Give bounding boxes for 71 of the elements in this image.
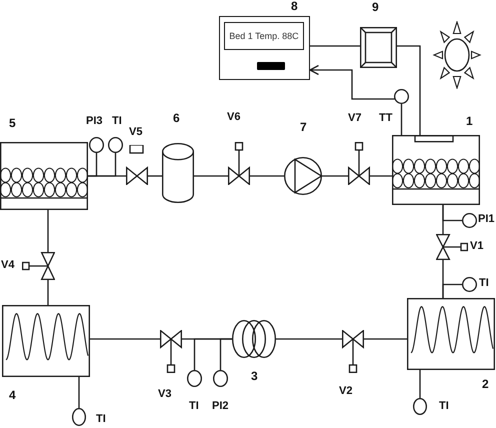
valve-symbol: [436, 234, 468, 260]
valve-symbol: [160, 330, 182, 373]
instrument-circle: [89, 137, 104, 153]
equipment-number: 7: [300, 121, 307, 133]
valve-symbol: [348, 142, 370, 185]
valve-symbol: [126, 145, 148, 185]
instrument-tag: TT: [379, 113, 392, 124]
instrument-tag: PI3: [86, 116, 103, 127]
pipe-line: [322, 175, 348, 177]
pipe-line: [194, 175, 228, 177]
heat-exchanger: [407, 298, 495, 370]
signal-line: [310, 45, 360, 47]
valve-tag: V7: [348, 113, 362, 124]
display-unit: [219, 16, 310, 80]
instrument-line: [88, 153, 116, 177]
signal-arrow: [309, 64, 394, 100]
tank-cylinder: [162, 143, 194, 203]
display-screen: Bed 1 Temp. 88C: [224, 22, 304, 50]
instrument-line: [78, 377, 80, 408]
instrument-circle: [187, 370, 202, 387]
pipe-line: [47, 210, 49, 252]
coil-symbol: [232, 320, 276, 358]
equipment-number: 5: [9, 117, 16, 129]
instrument-line: [442, 284, 462, 298]
valve-tag: V4: [1, 260, 14, 271]
instrument-line: [220, 338, 232, 370]
valve-tag: V2: [339, 386, 352, 397]
equipment-number: 9: [372, 1, 379, 13]
instrument-tag: TI: [112, 116, 122, 127]
sensor-probe-line: [400, 104, 402, 135]
instrument-tag: TI: [479, 278, 489, 289]
pipe-line: [47, 280, 49, 305]
valve-tag: V6: [227, 112, 240, 123]
instrument-line: [419, 370, 421, 398]
equipment-number: 3: [251, 370, 258, 382]
instrument-circle: [108, 137, 123, 153]
equipment-number: 1: [466, 115, 473, 127]
instrument-tag: PI1: [478, 214, 495, 225]
packed-bed-vessel: [0, 142, 88, 210]
instrument-line: [442, 205, 462, 222]
instrument-tag: TI: [189, 401, 199, 412]
pump-symbol: [284, 157, 322, 195]
valve-tag: V5: [129, 127, 142, 138]
signal-line: [397, 45, 421, 135]
instrument-circle: [462, 277, 477, 292]
valve-symbol: [342, 330, 364, 373]
heat-exchanger: [2, 305, 90, 377]
instrument-circle: [462, 213, 477, 228]
valve-symbol: [22, 252, 55, 280]
controller-box: [360, 27, 397, 68]
equipment-number: 2: [482, 378, 489, 390]
instrument-tag: TI: [439, 401, 449, 412]
instrument-tag: TI: [96, 414, 106, 425]
pipe-line: [370, 175, 392, 177]
pipe-line: [148, 175, 162, 177]
equipment-number: 4: [9, 389, 16, 401]
packed-bed-vessel: [392, 135, 480, 205]
instrument-circle: [213, 370, 228, 387]
equipment-number: 8: [291, 0, 298, 12]
instrument-tag: PI2: [212, 401, 229, 412]
pipe-line: [250, 175, 284, 177]
valve-tag: V1: [470, 241, 484, 252]
pipe-line: [276, 338, 342, 340]
valve-symbol: [228, 142, 250, 185]
instrument-circle: [72, 408, 86, 426]
instrument-circle: [413, 398, 427, 415]
pipe-line: [90, 338, 160, 340]
equipment-number: 6: [173, 112, 180, 124]
pipe-line: [364, 338, 407, 340]
valve-tag: V3: [158, 389, 172, 400]
instrument-circle: [394, 89, 409, 104]
